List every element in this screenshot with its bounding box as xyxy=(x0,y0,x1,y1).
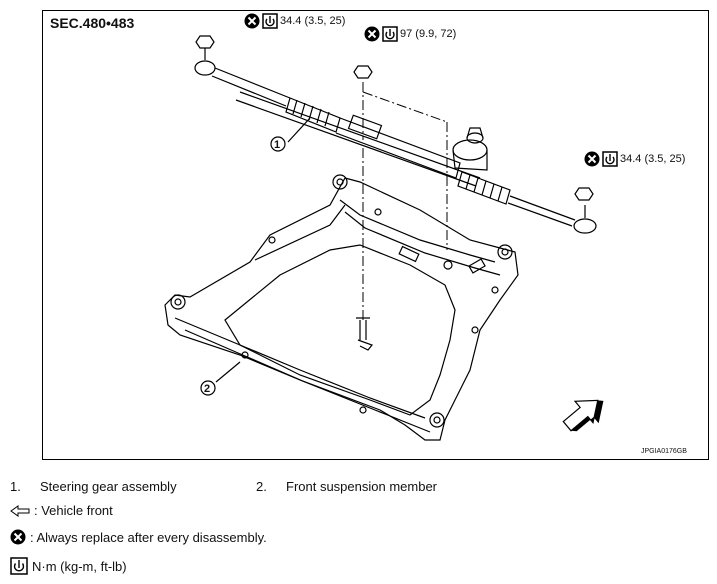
replace-icon xyxy=(10,529,26,545)
legend-item-2: 2. Front suspension member xyxy=(256,479,437,494)
mount-front-right xyxy=(429,412,445,428)
mount-rear-right xyxy=(497,244,513,260)
legend-number: 2. xyxy=(256,479,267,494)
torque-icon xyxy=(382,26,398,42)
legend-label: : Always replace after every disassembly… xyxy=(30,529,267,545)
figure-code: JPGIA0176GB xyxy=(641,448,687,455)
left-tie-rod xyxy=(214,67,291,99)
vehicle-front-icon xyxy=(10,504,30,517)
subframe-opening xyxy=(224,244,456,416)
rack-tube xyxy=(239,91,481,179)
legend-label: Steering gear assembly xyxy=(40,479,177,494)
torque-value: 97 (9.9, 72) xyxy=(400,28,457,40)
mount-bolt xyxy=(356,317,370,340)
torque-note-tie-rod-right: 34.4 (3.5, 25) xyxy=(584,151,685,167)
replace-icon xyxy=(244,13,260,29)
legend-label: N·m (kg-m, ft-lb) xyxy=(32,558,127,574)
callout-2: 2 xyxy=(200,380,216,396)
subframe-outline xyxy=(164,177,519,441)
legend-torque: N·m (kg-m, ft-lb) xyxy=(10,557,127,575)
legend-vehicle-front: : Vehicle front xyxy=(10,503,113,518)
torque-icon xyxy=(602,151,618,167)
legend-label: : Vehicle front xyxy=(34,503,113,518)
nut-center xyxy=(353,65,373,79)
torque-note-tie-rod-left: 34.4 (3.5, 25) xyxy=(244,13,345,29)
torque-value: 34.4 (3.5, 25) xyxy=(620,153,686,165)
replace-icon xyxy=(584,151,600,167)
callout-1: 1 xyxy=(270,136,286,152)
vehicle-front-arrow-icon xyxy=(562,399,604,432)
torque-value: 34.4 (3.5, 25) xyxy=(280,15,346,27)
replace-icon xyxy=(364,26,380,42)
legend-item-1: 1. Steering gear assembly xyxy=(10,479,177,494)
nut-left xyxy=(195,35,215,49)
mount-front-left xyxy=(170,294,186,310)
diagram-frame xyxy=(42,10,709,460)
left-boot xyxy=(285,97,341,133)
legend-label: Front suspension member xyxy=(286,479,438,494)
right-tie-rod xyxy=(509,195,576,221)
mount-rear-left xyxy=(332,174,348,190)
legend-replace: : Always replace after every disassembly… xyxy=(10,529,267,545)
legend-number: 1. xyxy=(10,479,21,494)
pinion-housing xyxy=(452,139,488,161)
section-label: SEC.480•483 xyxy=(50,15,135,31)
torque-icon xyxy=(262,13,278,29)
torque-icon xyxy=(10,557,28,575)
nut-right xyxy=(574,187,594,201)
torque-note-center-bolt: 97 (9.9, 72) xyxy=(364,26,456,42)
